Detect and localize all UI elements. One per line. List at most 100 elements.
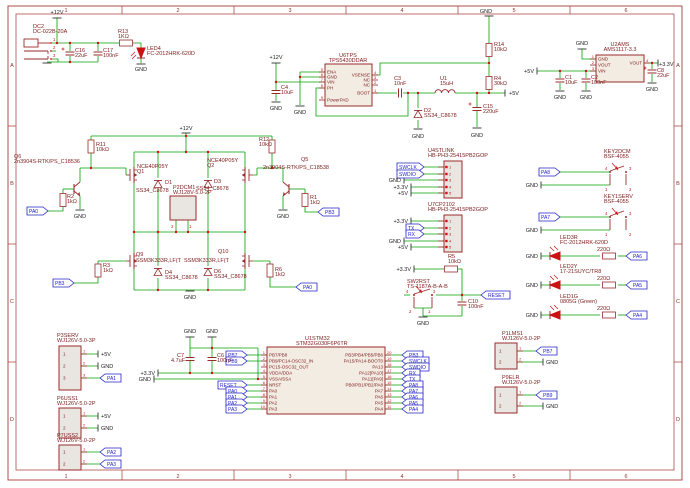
pin-number: 5 [263, 374, 266, 379]
led-arrow [549, 275, 555, 281]
label: DC2 [33, 24, 44, 30]
wire [372, 62, 489, 76]
switch-contact [625, 171, 627, 173]
pin-number: 3 [374, 75, 377, 80]
label: C1 [565, 75, 572, 81]
pin-number: 2 [83, 459, 86, 464]
label: +3.3V [393, 219, 408, 225]
net-flag-label: PB9 [543, 393, 553, 399]
pin-number: 17 [387, 368, 392, 373]
net-flag-pa4 [625, 310, 648, 320]
junction-dot [487, 61, 491, 65]
frame-col-number: 1 [64, 474, 67, 480]
label: NCE40P05Y [207, 158, 239, 164]
label: 10kΩ [96, 147, 109, 153]
net-flag-label: PA4 [409, 407, 418, 413]
pin-name: BOOT [357, 91, 370, 96]
pin-number: 3 [263, 362, 266, 367]
pin-name: GND [598, 57, 609, 62]
net-flag-label: PA1 [107, 376, 116, 382]
pin-number: 6 [321, 72, 324, 77]
label: Q5 [301, 157, 308, 163]
junction-dot [89, 166, 93, 170]
label: 22uF [657, 73, 670, 79]
label: C17 [103, 48, 113, 54]
led-arrow [553, 304, 559, 310]
label: HB-PH3-25415PB2GOP [428, 153, 488, 159]
pin-name: PC15-OSC32_OUT [269, 365, 309, 370]
label: 3 [629, 166, 632, 171]
label: +12V [51, 10, 64, 16]
label: WJ126V-5.0-3P [57, 338, 96, 344]
pin-number: 2 [449, 172, 452, 177]
net-flag-label: RX [408, 232, 416, 238]
pin-name: PA3 [269, 407, 278, 412]
label: D1 [165, 180, 172, 186]
pin-name: NC [364, 83, 371, 88]
pin-number: 5 [321, 67, 324, 72]
label: LED4 [147, 46, 161, 52]
pin-number: 5 [449, 191, 452, 196]
junction-dot [650, 61, 654, 65]
pin-pad [445, 232, 448, 236]
frame-col-number: 5 [512, 474, 515, 480]
pin-name: PB7/PB8 [269, 353, 288, 358]
pin-name: VDDA/DDA [269, 371, 292, 376]
pin-name: PA0 [269, 389, 278, 394]
wire [52, 58, 59, 62]
frame-col-number: 2 [176, 8, 179, 14]
junction-dot [184, 150, 188, 154]
label: NCE40P05Y [137, 164, 169, 170]
net-flag-pa6 [625, 251, 648, 261]
label: GND [277, 214, 289, 220]
label: 2 [629, 232, 632, 237]
pin-number: 1 [592, 54, 595, 59]
resistor-symbol [59, 193, 67, 207]
resistor-symbol [602, 311, 616, 319]
label: C10 [468, 299, 478, 305]
pin-name: PA7 [375, 389, 384, 394]
label: 220Ω [597, 306, 610, 312]
label: 220uF [483, 109, 499, 115]
net-flag-label: PB3 [409, 353, 419, 359]
label: 4.7uF [171, 358, 186, 364]
label: C7 [177, 353, 184, 359]
label: Q2 [207, 163, 214, 169]
component-box-p3serv [58, 345, 82, 391]
frame-col-number: 6 [624, 474, 627, 480]
pin-number: 2 [449, 226, 452, 231]
label: 17-21SUYC/TR8 [560, 269, 601, 275]
pin-name: VOUT [629, 61, 642, 66]
switch-contact [625, 216, 627, 218]
switch-contact [413, 294, 415, 296]
label: GND [389, 178, 401, 184]
label: 2n3904S-RTK/PS_C18536 [14, 159, 80, 165]
label: STM32G030F6P6TR [296, 341, 348, 347]
mosfet-arrow [134, 173, 137, 177]
label: 3 [433, 289, 436, 294]
pin-number-inner: 1 [499, 393, 502, 398]
component-box-u7cp2102 [443, 214, 463, 253]
pin-name: PA5 [375, 401, 384, 406]
frame-row-letter: A [676, 63, 680, 69]
switch-contact [431, 294, 433, 296]
pin-name: PB0/PB1/PB2/PA8 [346, 383, 384, 388]
pin-number-inner: 3 [63, 376, 66, 381]
label: 1kΩ [67, 199, 77, 205]
frame-row-letter: D [10, 417, 14, 423]
label: 100nF [591, 80, 607, 86]
pin-name: VOUT [598, 63, 611, 68]
resistor-symbol [119, 39, 133, 47]
label: Q6 [14, 154, 21, 160]
npn-arrow [283, 192, 285, 196]
pin-number: 4 [449, 239, 452, 244]
label: GND [139, 377, 151, 383]
label: GND [580, 95, 592, 101]
label: 4 [605, 166, 608, 171]
net-flag-pa7 [538, 212, 561, 222]
pin-number: 4 [449, 185, 452, 190]
label: GND [184, 329, 196, 335]
label: 2 [629, 187, 632, 192]
wire [133, 42, 142, 48]
